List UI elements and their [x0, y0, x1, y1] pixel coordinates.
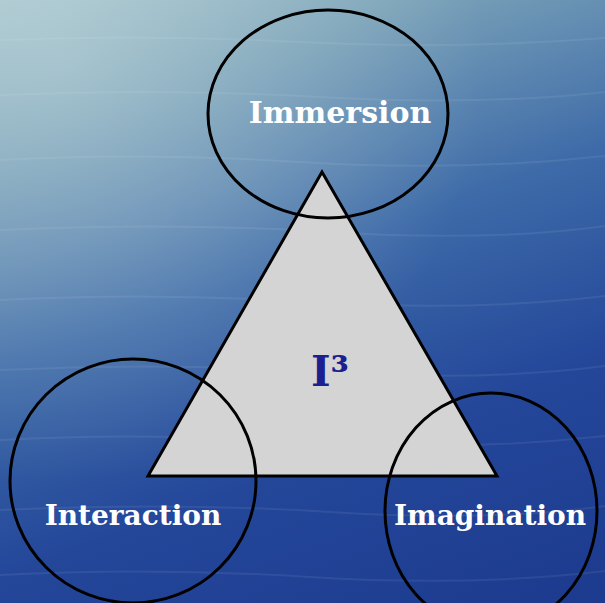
- circle-outline: [385, 393, 597, 603]
- circle-outline: [7, 356, 259, 603]
- concept-label: Immersion: [249, 96, 432, 131]
- triangle-shape: [145, 169, 500, 479]
- concept-circle: Immersion: [205, 7, 451, 221]
- triangle-shape: [148, 172, 497, 476]
- circle-outline: [10, 359, 256, 603]
- concept-label: Interaction: [45, 500, 222, 532]
- concept-circle: Interaction: [7, 356, 259, 603]
- concept-circle: Imagination: [382, 390, 600, 603]
- center-symbol: I³: [311, 348, 349, 396]
- concept-label: Imagination: [394, 500, 586, 532]
- core-triangle: I³: [145, 169, 500, 479]
- circle-outline: [382, 390, 600, 603]
